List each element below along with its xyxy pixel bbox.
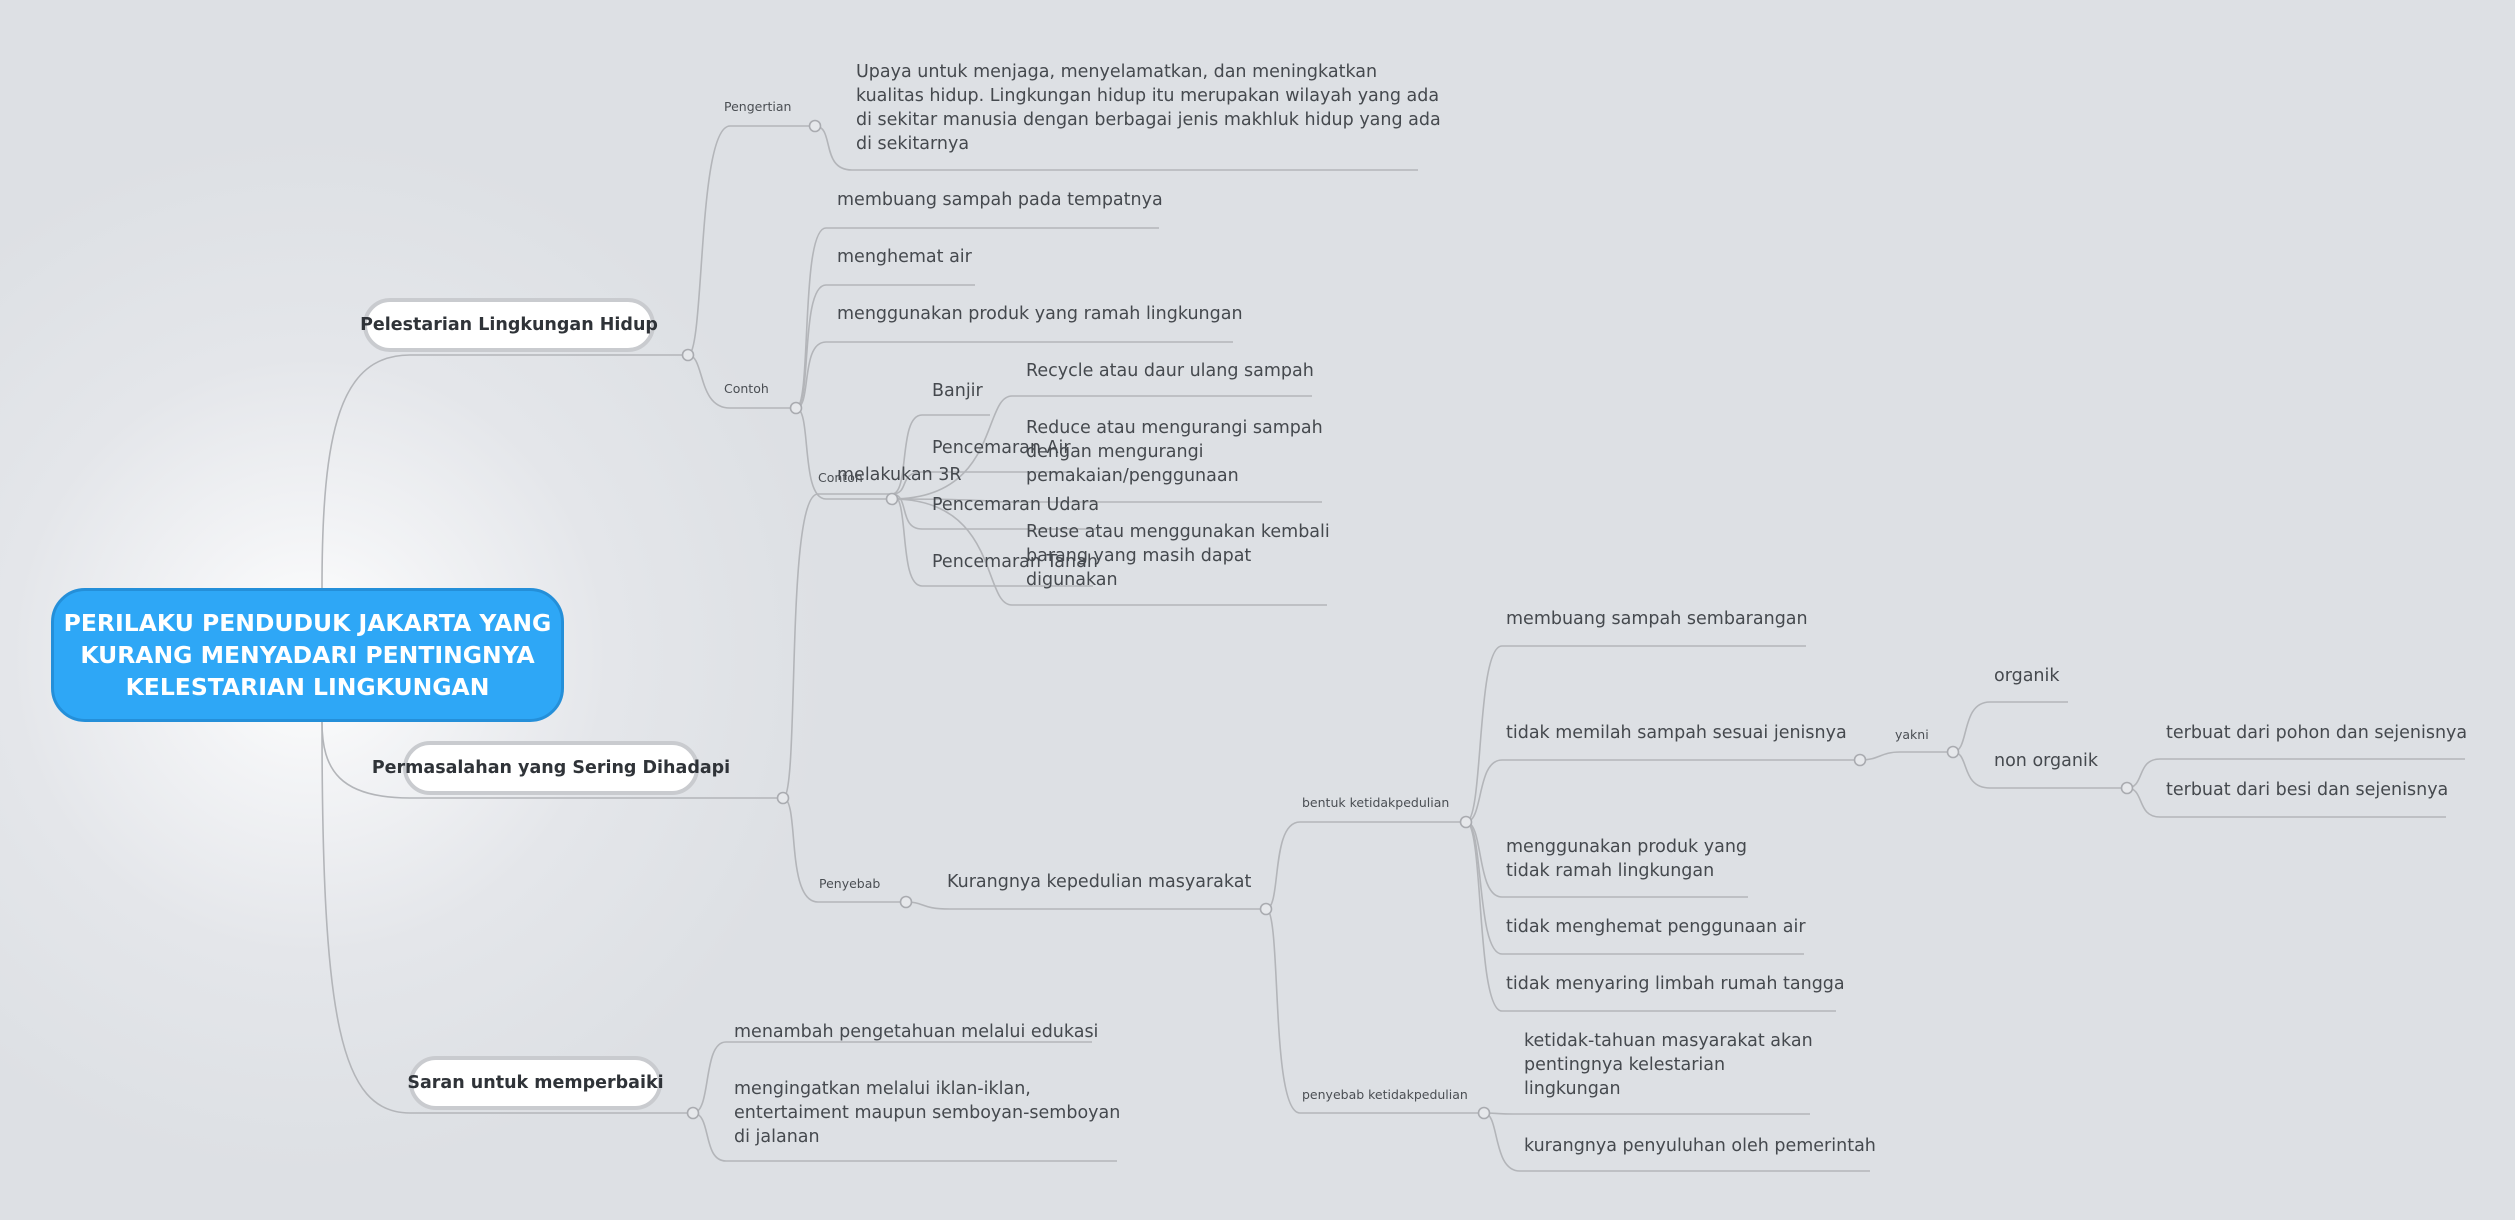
branch-pelestarian-title: Pelestarian Lingkungan Hidup [360, 315, 658, 335]
root-topic-line-2: KURANG MENYADARI PENTINGNYA [80, 641, 535, 669]
branch-permasalahan[interactable]: Permasalahan yang Sering Dihadapi [372, 741, 730, 795]
masalah-item-pencemaran-udara[interactable]: Pencemaran Udara [932, 495, 1100, 515]
bentuk-item-tidak-memilah[interactable]: tidak memilah sampah sesuai jenisnya [1506, 721, 1847, 745]
3r-item-line: digunakan [1026, 570, 1118, 590]
penyebab2-line: lingkungan [1524, 1079, 1621, 1099]
penyebab2-line: pentingnya kelestarian [1524, 1055, 1726, 1075]
contoh-item-hemat-air[interactable]: menghemat air [837, 247, 972, 267]
penyebab-label: Penyebab [819, 876, 881, 891]
pengertian-line: di sekitar manusia dengan berbagai jenis… [856, 110, 1441, 130]
saran-item-edukasi[interactable]: menambah pengetahuan melalui edukasi [734, 1020, 1098, 1044]
branch-permasalahan-title: Permasalahan yang Sering Dihadapi [371, 758, 731, 778]
masalah-item-banjir[interactable]: Banjir [932, 381, 983, 401]
bentuk-item-tidak-hemat-air[interactable]: tidak menghemat penggunaan air [1506, 915, 1806, 939]
pengertian-text[interactable]: Upaya untuk menjaga, menyelamatkan, dan … [856, 60, 1441, 156]
bentuk-item-produk-tidak-ramah[interactable]: menggunakan produk yang tidak ramah ling… [1506, 835, 1747, 883]
bentuk-item-line: membuang sampah sembarangan [1506, 609, 1808, 629]
root-topic-line-1: PERILAKU PENDUDUK JAKARTA YANG [63, 609, 552, 637]
penyebab2-line: ketidak-tahuan masyarakat akan [1524, 1031, 1813, 1051]
contoh-item-buang-sampah[interactable]: membuang sampah pada tempatnya [837, 190, 1163, 210]
saran-item-line: di jalanan [734, 1127, 820, 1147]
masalah-item-pencemaran-tanah[interactable]: Pencemaran Tanah [932, 552, 1098, 572]
3r-item-recycle[interactable]: Recycle atau daur ulang sampah [1026, 359, 1314, 383]
penyebab2-penyuluhan[interactable]: kurangnya penyuluhan oleh pemerintah [1524, 1134, 1876, 1158]
3r-item-line: Reuse atau menggunakan kembali [1026, 522, 1330, 542]
jenis-organik[interactable]: organik [1994, 666, 2060, 686]
contoh-item-produk-ramah[interactable]: menggunakan produk yang ramah lingkungan [837, 304, 1243, 324]
masalah-item-pencemaran-air[interactable]: Pencemaran Air [932, 438, 1071, 458]
branch-saran-title: Saran untuk memperbaiki [407, 1073, 664, 1093]
pengertian-line: kualitas hidup. Lingkungan hidup itu mer… [856, 86, 1440, 106]
3r-item-line: pemakaian/penggunaan [1026, 466, 1239, 486]
3r-item-reuse[interactable]: Reuse atau menggunakan kembali barang ya… [1026, 520, 1330, 592]
penyebab-kurang-kepedulian[interactable]: Kurangnya kepedulian masyarakat [947, 872, 1252, 892]
pengertian-line: di sekitarnya [856, 134, 970, 154]
saran-item-iklan[interactable]: mengingatkan melalui iklan-iklan, entert… [734, 1077, 1120, 1149]
contoh-label: Contoh [724, 381, 769, 396]
3r-item-line: dengan mengurangi [1026, 442, 1204, 462]
contoh-item-3r[interactable]: melakukan 3R [837, 465, 962, 485]
non-organik-pohon[interactable]: terbuat dari pohon dan sejenisnya [2166, 723, 2468, 743]
3r-item-line: barang yang masih dapat [1026, 546, 1252, 566]
saran-item-line: entertaiment maupun semboyan-semboyan [734, 1103, 1121, 1123]
branch-saran[interactable]: Saran untuk memperbaiki [407, 1056, 664, 1110]
root-topic[interactable]: PERILAKU PENDUDUK JAKARTA YANG KURANG ME… [51, 588, 564, 722]
pengertian-line: Upaya untuk menjaga, menyelamatkan, dan … [856, 62, 1378, 82]
bentuk-item-line: tidak menghemat penggunaan air [1506, 917, 1806, 937]
bentuk-item-line: menggunakan produk yang [1506, 837, 1748, 857]
bentuk-item-line: tidak ramah lingkungan [1506, 861, 1715, 881]
penyebab2-line: kurangnya penyuluhan oleh pemerintah [1524, 1136, 1876, 1156]
branch-pelestarian[interactable]: Pelestarian Lingkungan Hidup [360, 298, 658, 352]
3r-item-line: Recycle atau daur ulang sampah [1026, 361, 1314, 381]
bentuk-item-line: tidak memilah sampah sesuai jenisnya [1506, 723, 1847, 743]
jenis-non-organik[interactable]: non organik [1994, 751, 2098, 771]
saran-item-line: mengingatkan melalui iklan-iklan, [734, 1079, 1031, 1099]
bentuk-item-line: tidak menyaring limbah rumah tangga [1506, 974, 1845, 994]
yakni-label: yakni [1895, 727, 1929, 742]
3r-item-reduce[interactable]: Reduce atau mengurangi sampah dengan men… [1026, 416, 1323, 488]
root-topic-line-3: KELESTARIAN LINGKUNGAN [125, 673, 490, 701]
saran-item-line: menambah pengetahuan melalui edukasi [734, 1022, 1099, 1042]
bentuk-item-buang-sembarangan[interactable]: membuang sampah sembarangan [1506, 607, 1808, 631]
penyebab2-ketidaktahuan[interactable]: ketidak-tahuan masyarakat akan pentingny… [1524, 1029, 1813, 1101]
penyebab-ketidakpedulian-label: penyebab ketidakpedulian [1302, 1087, 1468, 1102]
bentuk-item-limbah[interactable]: tidak menyaring limbah rumah tangga [1506, 972, 1845, 996]
permasalahan-contoh-label: Contoh [818, 470, 863, 485]
3r-item-line: Reduce atau mengurangi sampah [1026, 418, 1323, 438]
pengertian-label: Pengertian [724, 99, 792, 114]
bentuk-label: bentuk ketidakpedulian [1302, 795, 1450, 810]
non-organik-besi[interactable]: terbuat dari besi dan sejenisnya [2166, 780, 2449, 800]
